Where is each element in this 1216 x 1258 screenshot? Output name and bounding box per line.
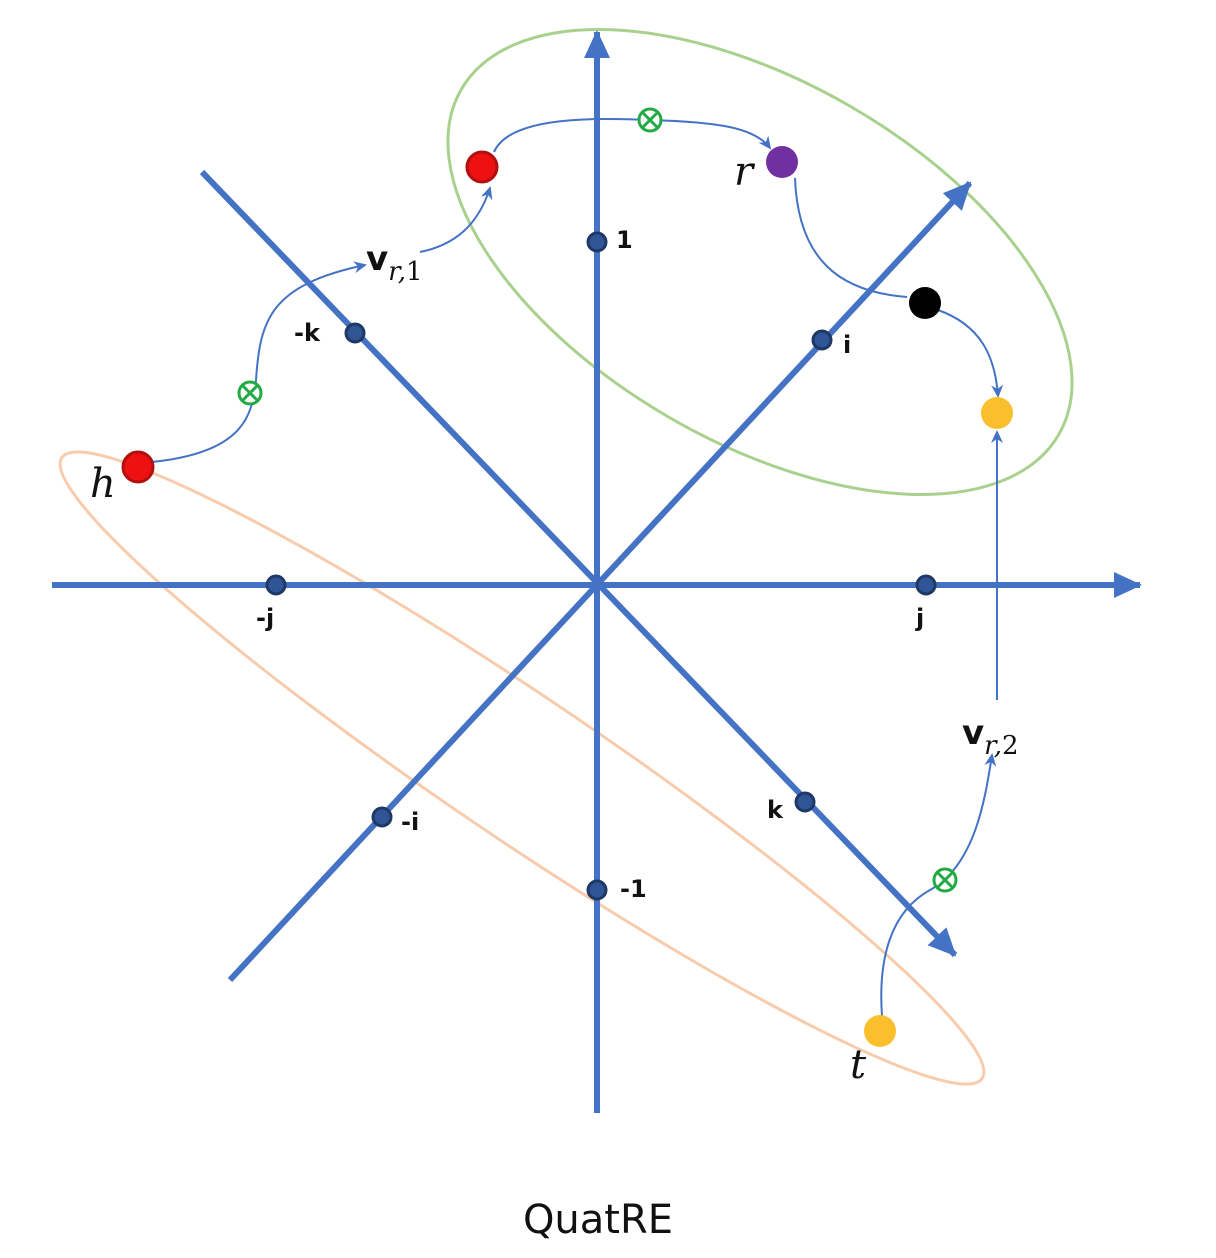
head-tail-ellipse bbox=[58, 450, 986, 1086]
diagram-caption: QuatRE bbox=[523, 1197, 673, 1243]
k-axis bbox=[199, 169, 958, 958]
axis-point-1 bbox=[586, 231, 608, 253]
r-to-black-curve bbox=[794, 177, 908, 298]
vector-v1-label: vr,1 bbox=[366, 239, 423, 287]
black-to-yellow-curve bbox=[937, 309, 1004, 398]
head-label: h bbox=[90, 461, 116, 507]
head-point bbox=[121, 450, 155, 484]
relation-point bbox=[766, 146, 798, 178]
product-point bbox=[909, 287, 941, 319]
rotated-head-point bbox=[465, 150, 499, 184]
label-j: j bbox=[915, 604, 924, 632]
red-to-r-curve bbox=[493, 117, 772, 153]
circled-times-icon bbox=[237, 380, 263, 406]
t-to-v2-curve bbox=[880, 753, 997, 1017]
axis-point-i bbox=[811, 329, 833, 351]
relation-label: r bbox=[734, 149, 756, 195]
circled-times-icon bbox=[637, 107, 663, 133]
label-negk: -k bbox=[294, 319, 321, 347]
axis-point-k bbox=[794, 791, 816, 813]
tail-label: t bbox=[850, 1042, 867, 1088]
axis-point-negi bbox=[371, 806, 393, 828]
i-axis bbox=[227, 180, 973, 983]
relation-ellipse bbox=[446, 28, 1074, 496]
label-negi: -i bbox=[401, 808, 419, 836]
result-point bbox=[981, 397, 1013, 429]
axis-point-negj bbox=[265, 574, 287, 596]
axis-point-neg1 bbox=[586, 879, 608, 901]
label-negj: -j bbox=[256, 604, 274, 632]
v1-to-red-curve bbox=[419, 186, 493, 253]
label-neg1: -1 bbox=[620, 875, 647, 903]
axis-point-j bbox=[915, 574, 937, 596]
h-to-v1-curve bbox=[151, 261, 367, 463]
label-i: i bbox=[843, 331, 851, 359]
vector-v2-label: vr,2 bbox=[962, 713, 1019, 761]
circled-times-icon bbox=[932, 867, 958, 893]
label-k: k bbox=[767, 796, 784, 824]
label-1: 1 bbox=[616, 226, 633, 254]
tail-point bbox=[864, 1015, 896, 1047]
axis-point-negk bbox=[344, 322, 366, 344]
